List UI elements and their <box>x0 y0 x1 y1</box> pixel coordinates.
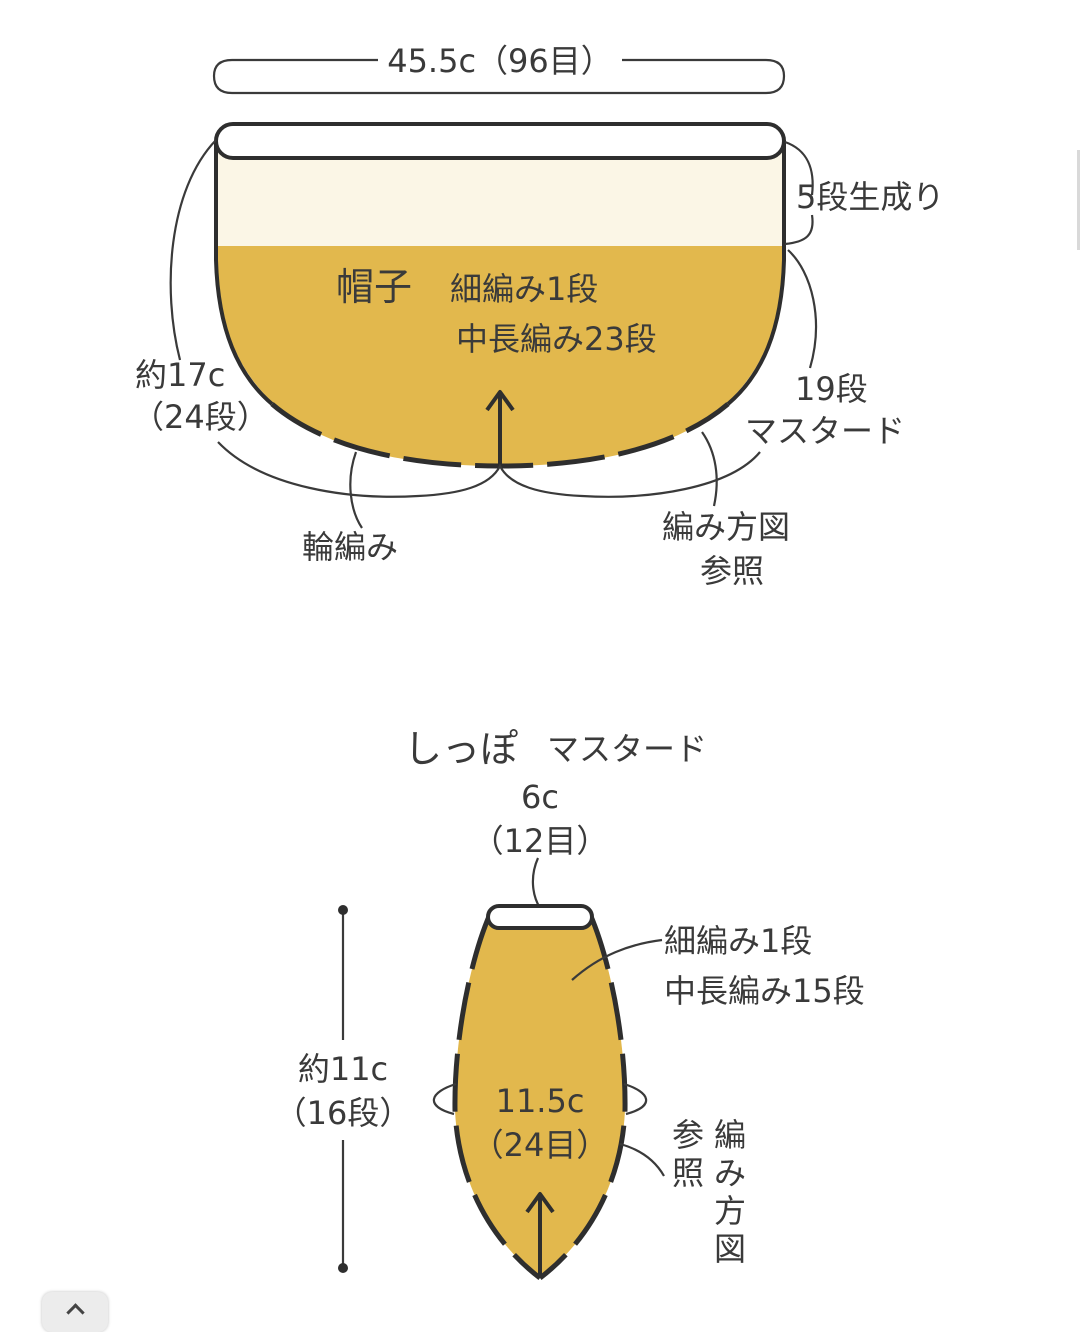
tail-girth-line1: 11.5c <box>496 1082 585 1120</box>
tail-pattern-char: 編 <box>714 1116 746 1154</box>
hat-body-rows-line2: マスタード <box>745 412 905 450</box>
tail-pattern-char: 照 <box>672 1154 704 1192</box>
tail-girth-loop <box>432 1082 648 1116</box>
hat-body-rows-line1: 19段 <box>795 370 868 408</box>
tail-pattern-char: み <box>714 1154 746 1192</box>
chevron-up-icon <box>65 1303 85 1322</box>
hat-height-line2: （24段） <box>132 398 269 436</box>
hat-direction-arrow <box>485 390 515 464</box>
tail-direction-arrow <box>525 1192 555 1276</box>
tail-rim-outline <box>486 904 594 930</box>
tail-rows-leader <box>571 938 663 981</box>
hat-title: 帽子 <box>336 265 412 309</box>
hat-round-leader <box>349 451 363 529</box>
hat-diagram: 45.5c（96目） 帽子 細編み1段 中長編み23段 5段生成り 19段 マス… <box>132 42 944 590</box>
hat-band-label: 5段生成り <box>796 178 944 216</box>
tail-pattern-col1: 編 み 方 図 <box>714 1116 746 1268</box>
hat-body-side-right <box>726 246 786 406</box>
hat-width-label: 45.5c（96目） <box>387 42 613 80</box>
hat-band-outline <box>214 140 786 246</box>
tail-height-line1: 約11c <box>298 1050 388 1088</box>
tail-rows-line2: 中長編み15段 <box>664 972 865 1010</box>
hat-rows-line1: 細編み1段 <box>450 270 598 308</box>
tail-right-dashed-edge <box>538 913 628 1280</box>
tail-pattern-char: 参 <box>672 1116 704 1154</box>
tail-girth-line2: （24目） <box>472 1126 609 1164</box>
tail-rows-line1: 細編み1段 <box>664 922 812 960</box>
tail-top-width-line2: （12目） <box>472 822 609 860</box>
hat-pattern-line1: 編み方図 <box>662 508 790 546</box>
tail-height-dot-bottom <box>338 1263 348 1273</box>
tail-left-dashed-edge <box>452 913 542 1280</box>
hat-body-side-left <box>214 246 274 406</box>
hat-width-bracket <box>212 58 786 95</box>
tail-color-label: マスタード <box>547 730 707 768</box>
tail-title: しっぽ <box>404 727 518 771</box>
tail-height-line2: （16段） <box>275 1094 412 1132</box>
tail-top-width-leader <box>531 857 541 909</box>
scrollbar-edge <box>1077 150 1080 250</box>
tail-pattern-char: 図 <box>714 1230 746 1268</box>
hat-height-bracket <box>169 139 761 498</box>
hat-round-label: 輪編み <box>302 528 398 566</box>
hat-body <box>216 246 784 466</box>
tail-top-width-line1: 6c <box>521 778 559 816</box>
tail-pattern-col2: 参 照 <box>672 1116 704 1192</box>
tail-pattern-leader <box>619 1142 665 1177</box>
hat-pattern-line2: 参照 <box>700 552 764 590</box>
tail-rim <box>488 906 592 928</box>
tail-pattern-char: 方 <box>714 1192 746 1230</box>
tail-body <box>454 914 626 1278</box>
tail-height-dot-top <box>338 905 348 915</box>
hat-rim <box>216 124 784 158</box>
hat-height-line1: 約17c <box>135 356 225 394</box>
hat-pattern-leader <box>701 431 718 507</box>
hat-rows-line2: 中長編み23段 <box>456 320 657 358</box>
hat-body-rows-leader <box>787 249 817 369</box>
scroll-to-top-button[interactable] <box>42 1292 108 1332</box>
hat-band-leader <box>784 140 814 246</box>
hat-band <box>216 140 784 246</box>
tail-diagram: しっぽ マスタード 6c （12目） 11.5c （24目） 細編み1段 中長編… <box>275 727 865 1280</box>
